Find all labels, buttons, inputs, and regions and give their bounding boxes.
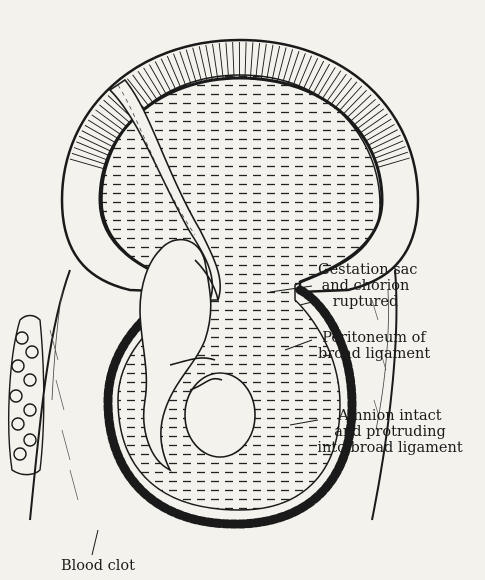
label-amnion-line2: and protruding (310, 424, 470, 440)
label-amnion: Amnion intact and protruding into broad … (310, 408, 470, 456)
label-gestation-sac-line3: ruptured (318, 294, 413, 310)
label-peritoneum-line1: Peritoneum of (318, 330, 430, 346)
label-peritoneum: Peritoneum of broad ligament (318, 330, 430, 362)
label-blood-clot: Blood clot (48, 558, 148, 574)
label-gestation-sac: Gestation sac and chorion ruptured (318, 262, 413, 310)
ovary-tissue (9, 316, 44, 475)
broad-ligament-outline (30, 270, 70, 520)
label-gestation-sac-line1: Gestation sac (318, 262, 413, 278)
label-amnion-line1: Amnion intact (310, 408, 470, 424)
label-amnion-line3: into broad ligament (310, 440, 470, 456)
label-gestation-sac-line2: and chorion (318, 278, 413, 294)
label-peritoneum-line2: broad ligament (318, 346, 430, 362)
label-blood-clot-text: Blood clot (48, 558, 148, 574)
